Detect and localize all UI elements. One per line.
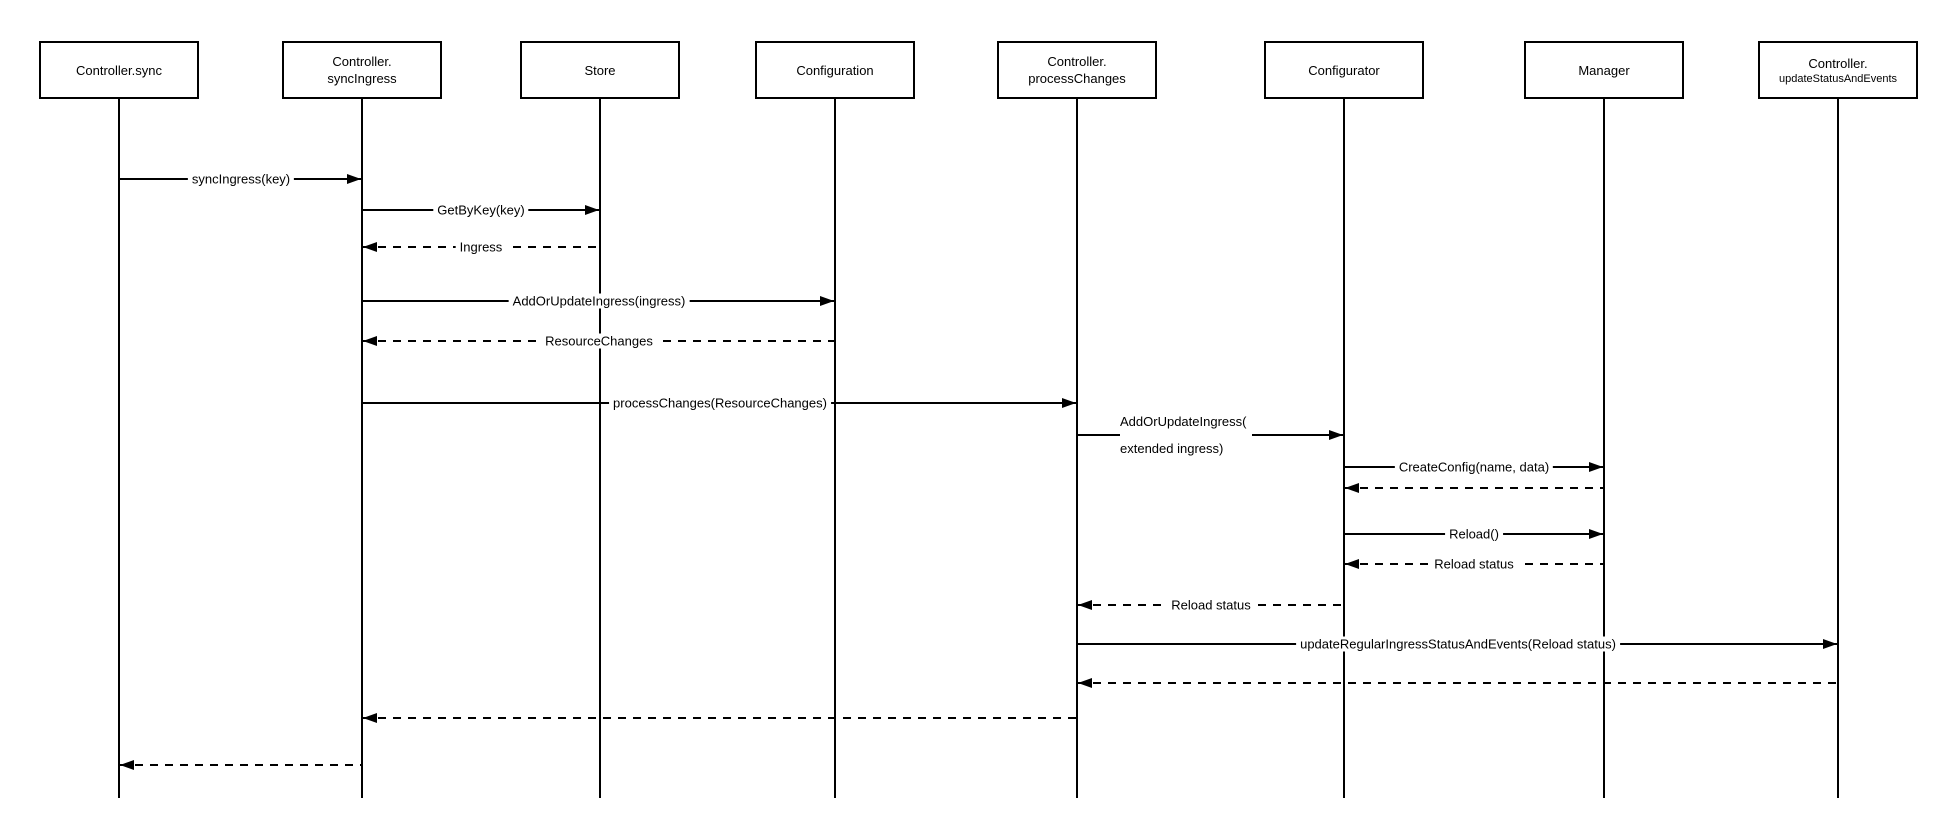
message-line [363,717,1076,719]
message-arrowhead [1589,462,1603,472]
participant-box-controller-updatestatusandevents: Controller.updateStatusAndEvents [1758,41,1918,99]
message-label: processChanges(ResourceChanges) [609,395,831,411]
lifeline [1603,99,1605,798]
participant-box-store: Store [520,41,680,99]
message-arrowhead [1345,483,1359,493]
participant-box-controller-syncingress: Controller. syncIngress [282,41,442,99]
message-label: ResourceChanges [541,333,657,349]
message-arrowhead [1329,430,1343,440]
message-arrowhead [1078,678,1092,688]
message-label: CreateConfig(name, data) [1394,459,1554,475]
message-arrowhead [120,760,134,770]
participant-label: Controller.sync [76,62,162,78]
message-arrowhead [1062,398,1076,408]
message-arrowhead [1345,559,1359,569]
lifeline [599,99,601,798]
message-label: Reload() [1445,526,1503,542]
participant-label: Controller. [332,54,392,69]
message-arrowhead [1078,600,1092,610]
message-arrowhead [363,242,377,252]
participant-label: Controller. [1808,55,1868,71]
message-arrowhead [363,713,377,723]
participant-label: updateStatusAndEvents [1778,72,1898,85]
message-label: syncIngress(key) [187,171,295,187]
participant-label: Manager [1578,62,1630,78]
message-label-line: AddOrUpdateIngress( [1120,414,1247,429]
message-arrowhead [363,336,377,346]
message-label: Reload status [1430,556,1518,572]
message-label: Reload status [1167,597,1255,613]
message-label-line: extended ingress) [1120,441,1224,456]
message-label: GetByKey(key) [433,202,529,218]
message-arrowhead [347,174,361,184]
participant-label: syncIngress [327,71,397,86]
participant-box-configuration: Configuration [755,41,915,99]
lifeline [118,99,120,798]
lifeline [1343,99,1345,798]
lifeline [1837,99,1839,798]
participant-label: processChanges [1028,71,1126,86]
participant-label: Store [584,62,616,78]
message-line [120,764,361,766]
participant-box-configurator: Configurator [1264,41,1424,99]
participant-label: Configuration [796,62,874,78]
participant-box-manager: Manager [1524,41,1684,99]
participant-label: Configurator [1308,62,1380,78]
message-line [1345,487,1603,489]
message-arrowhead [585,205,599,215]
lifeline [834,99,836,798]
lifeline [361,99,363,798]
message-label: updateRegularIngressStatusAndEvents(Relo… [1296,636,1620,652]
message-label: AddOrUpdateIngress(ingress) [508,293,690,309]
lifeline [1076,99,1078,798]
participant-box-controller-processchanges: Controller. processChanges [997,41,1157,99]
message-arrowhead [1589,529,1603,539]
message-arrowhead [1823,639,1837,649]
message-label: Ingress [455,239,507,255]
message-line [1078,682,1837,684]
message-label: AddOrUpdateIngress( extended ingress) [1120,408,1253,462]
message-arrowhead [820,296,834,306]
participant-box-controller-sync: Controller.sync [39,41,199,99]
participant-label: Controller. [1047,54,1107,69]
